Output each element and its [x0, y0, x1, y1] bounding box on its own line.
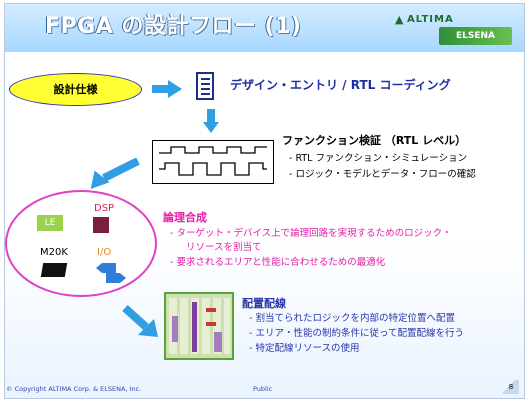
logo-triangle-icon: ▲	[395, 13, 404, 26]
arrow-down-right-icon	[122, 305, 162, 343]
document-icon	[196, 72, 214, 100]
functional-item-2: - ロジック・モデルとデータ・フローの確認	[289, 169, 476, 180]
synthesis-item-2: - 要求されるエリアと性能に合わせるための最適化	[170, 257, 386, 268]
synthesis-title: 論理合成	[163, 211, 207, 224]
place-route-title: 配置配線	[242, 297, 286, 310]
place-route-item-3: - 特定配線リソースの使用	[249, 343, 360, 354]
le-block: LE	[37, 215, 63, 231]
synthesis-item-1-cont: リソースを割当て	[186, 242, 262, 253]
design-entry-label: デザイン・エントリ / RTL コーディング	[230, 78, 451, 92]
synthesis-item-1: - ターゲット・デバイス上で論理回路を実現するためのロジック・	[170, 228, 452, 239]
page-number: 8	[503, 380, 519, 394]
arrow-down-left-icon	[86, 157, 142, 198]
dsp-block-icon	[93, 217, 109, 233]
dsp-label: DSP	[94, 203, 115, 214]
classification-text: Public	[253, 385, 273, 393]
resource-ellipse	[5, 190, 157, 297]
m20k-block-icon	[40, 263, 68, 277]
m20k-label: M20K	[40, 247, 68, 258]
io-block-icon	[94, 261, 128, 289]
copyright-text: © Copyright ALTIMA Corp. & ELSENA, Inc.	[6, 385, 142, 393]
functional-verification-title: ファンクション検証 （RTL レベル）	[282, 134, 467, 147]
spec-oval: 設計仕様	[9, 73, 142, 106]
waveform-icon	[152, 140, 274, 184]
logo-text-top: ALTIMA	[407, 14, 454, 25]
slide-title: FPGA の設計フロー (1)	[45, 14, 302, 39]
title-bar: FPGA の設計フロー (1) ▲ ALTIMA ELSENA	[5, 4, 524, 52]
logo-text-bottom: ELSENA	[439, 27, 512, 45]
place-route-item-1: - 割当てられたロジックを内部の特定位置へ配置	[249, 313, 455, 324]
functional-item-1: - RTL ファンクション・シミュレーション	[289, 153, 468, 164]
io-label: I/O	[97, 247, 112, 258]
place-route-item-2: - エリア・性能の制約条件に従って配置配線を行う	[249, 328, 464, 339]
place-route-floorplan-image	[164, 292, 234, 360]
company-logo: ▲ ALTIMA ELSENA	[395, 13, 512, 46]
